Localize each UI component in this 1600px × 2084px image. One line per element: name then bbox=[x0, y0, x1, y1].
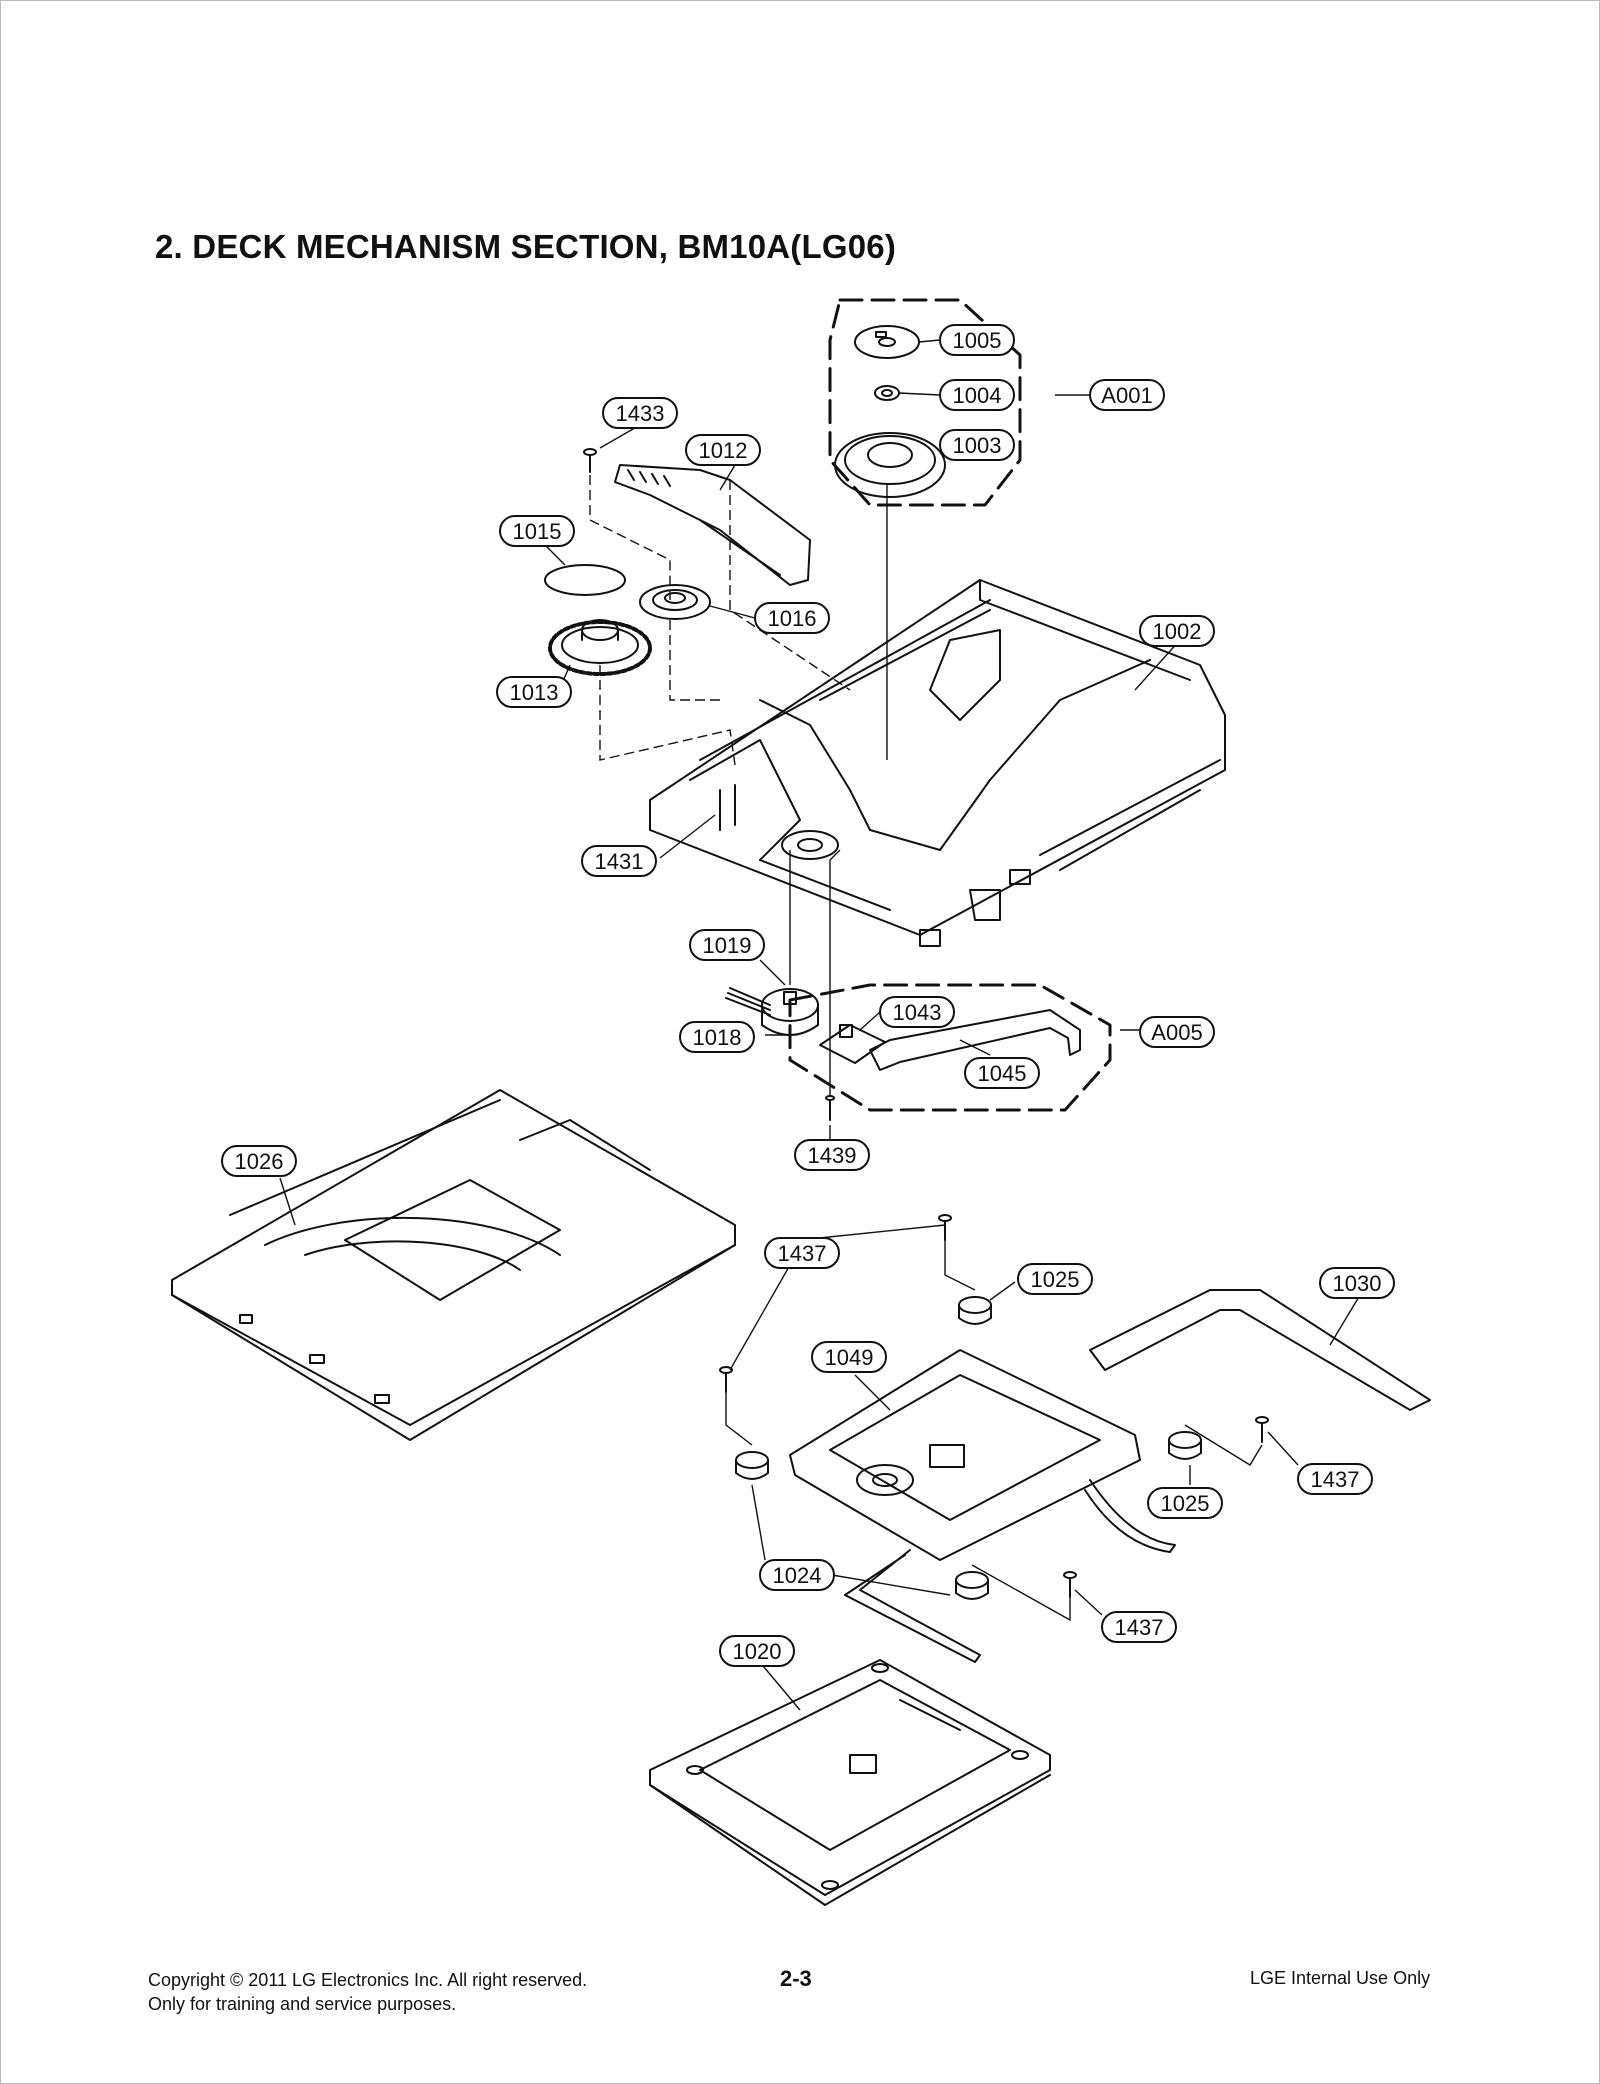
part-1030-flat-cable bbox=[1089, 1289, 1431, 1411]
callout-a001: A001 bbox=[1089, 379, 1165, 411]
svg-text:1045: 1045 bbox=[978, 1061, 1027, 1086]
callout-1019: 1019 bbox=[689, 929, 765, 961]
callout-1431: 1431 bbox=[581, 845, 657, 877]
svg-text:1018: 1018 bbox=[693, 1025, 742, 1050]
svg-text:1013: 1013 bbox=[510, 680, 559, 705]
part-1016-pulley bbox=[639, 584, 711, 620]
callout-1437-right: 1437 bbox=[1297, 1463, 1373, 1495]
callout-1437-top: 1437 bbox=[764, 1237, 840, 1269]
svg-text:1030: 1030 bbox=[1333, 1271, 1382, 1296]
svg-text:1012: 1012 bbox=[699, 438, 748, 463]
svg-text:1043: 1043 bbox=[893, 1000, 942, 1025]
svg-text:1025: 1025 bbox=[1031, 1267, 1080, 1292]
svg-text:1020: 1020 bbox=[733, 1639, 782, 1664]
svg-text:1431: 1431 bbox=[595, 849, 644, 874]
svg-text:1019: 1019 bbox=[703, 933, 752, 958]
callout-1026: 1026 bbox=[221, 1145, 297, 1177]
part-1024-damper-b bbox=[955, 1571, 989, 1600]
svg-text:1003: 1003 bbox=[953, 433, 1002, 458]
callout-1439: 1439 bbox=[794, 1139, 870, 1171]
part-1004-magnet bbox=[874, 385, 900, 401]
footer-internal-use: LGE Internal Use Only bbox=[1250, 1968, 1431, 1988]
svg-text:1004: 1004 bbox=[953, 383, 1002, 408]
svg-text:1002: 1002 bbox=[1153, 619, 1202, 644]
part-1439-screw bbox=[825, 1095, 835, 1121]
callout-1003: 1003 bbox=[939, 429, 1015, 461]
svg-text:1015: 1015 bbox=[513, 519, 562, 544]
part-1026-tray bbox=[171, 1089, 736, 1441]
callout-1043: 1043 bbox=[879, 996, 955, 1028]
part-1437-screws bbox=[719, 1214, 1269, 1598]
footer-purpose: Only for training and service purposes. bbox=[148, 1994, 457, 2014]
part-1012-slider bbox=[614, 464, 811, 586]
svg-text:1025: 1025 bbox=[1161, 1491, 1210, 1516]
callout-1025-top: 1025 bbox=[1017, 1263, 1093, 1295]
part-1049-loader bbox=[789, 1349, 1176, 1663]
callout-1025-right: 1025 bbox=[1147, 1487, 1223, 1519]
callout-a005: A005 bbox=[1139, 1016, 1215, 1048]
svg-text:1049: 1049 bbox=[825, 1345, 874, 1370]
part-1020-bottom-cover bbox=[649, 1659, 1051, 1906]
svg-text:1437: 1437 bbox=[1115, 1615, 1164, 1640]
callout-1018: 1018 bbox=[679, 1021, 755, 1053]
svg-text:1005: 1005 bbox=[953, 328, 1002, 353]
page-title: 2. DECK MECHANISM SECTION, BM10A(LG06) bbox=[155, 228, 897, 265]
part-1024-damper-a bbox=[735, 1451, 769, 1480]
part-1025-damper-a bbox=[958, 1296, 992, 1325]
group-a005-outline bbox=[788, 983, 1112, 1112]
callout-1020: 1020 bbox=[719, 1635, 795, 1667]
footer-copyright-block: Copyright © 2011 LG Electronics Inc. All… bbox=[148, 1968, 587, 2016]
callout-1002: 1002 bbox=[1139, 615, 1215, 647]
callout-1433: 1433 bbox=[602, 397, 678, 429]
footer-page-number: 2-3 bbox=[780, 1966, 812, 1991]
callout-1024: 1024 bbox=[759, 1559, 835, 1591]
svg-text:A005: A005 bbox=[1151, 1020, 1202, 1045]
svg-text:A001: A001 bbox=[1101, 383, 1152, 408]
svg-text:1439: 1439 bbox=[808, 1143, 857, 1168]
callout-1015: 1015 bbox=[499, 515, 575, 547]
callout-1004: 1004 bbox=[939, 379, 1015, 411]
callout-1437-bottom: 1437 bbox=[1101, 1611, 1177, 1643]
part-1002-chassis bbox=[649, 579, 1226, 947]
svg-text:1437: 1437 bbox=[1311, 1467, 1360, 1492]
svg-text:1433: 1433 bbox=[616, 401, 665, 426]
svg-text:1437: 1437 bbox=[778, 1241, 827, 1266]
part-1005-clamp bbox=[854, 325, 920, 359]
footer-copyright: Copyright © 2011 LG Electronics Inc. All… bbox=[148, 1970, 588, 1990]
group-a001-outline bbox=[828, 298, 1022, 507]
callout-1012: 1012 bbox=[685, 434, 761, 466]
callout-1049: 1049 bbox=[811, 1341, 887, 1373]
part-1433-screw bbox=[583, 448, 597, 473]
callout-1013: 1013 bbox=[496, 676, 572, 708]
callout-labels: 1005 1004 1003 A001 1433 1012 1015 1016 … bbox=[221, 324, 1395, 1667]
callout-1030: 1030 bbox=[1319, 1267, 1395, 1299]
callout-1016: 1016 bbox=[754, 602, 830, 634]
part-1015-belt bbox=[544, 564, 626, 596]
svg-text:1024: 1024 bbox=[773, 1563, 822, 1588]
part-1003-turntable bbox=[834, 432, 946, 498]
callout-1045: 1045 bbox=[964, 1057, 1040, 1089]
callout-1005: 1005 bbox=[939, 324, 1015, 356]
part-1025-damper-b bbox=[1168, 1431, 1202, 1460]
svg-text:1026: 1026 bbox=[235, 1149, 284, 1174]
part-1045-flex-cable bbox=[869, 1009, 1081, 1071]
svg-text:1016: 1016 bbox=[768, 606, 817, 631]
